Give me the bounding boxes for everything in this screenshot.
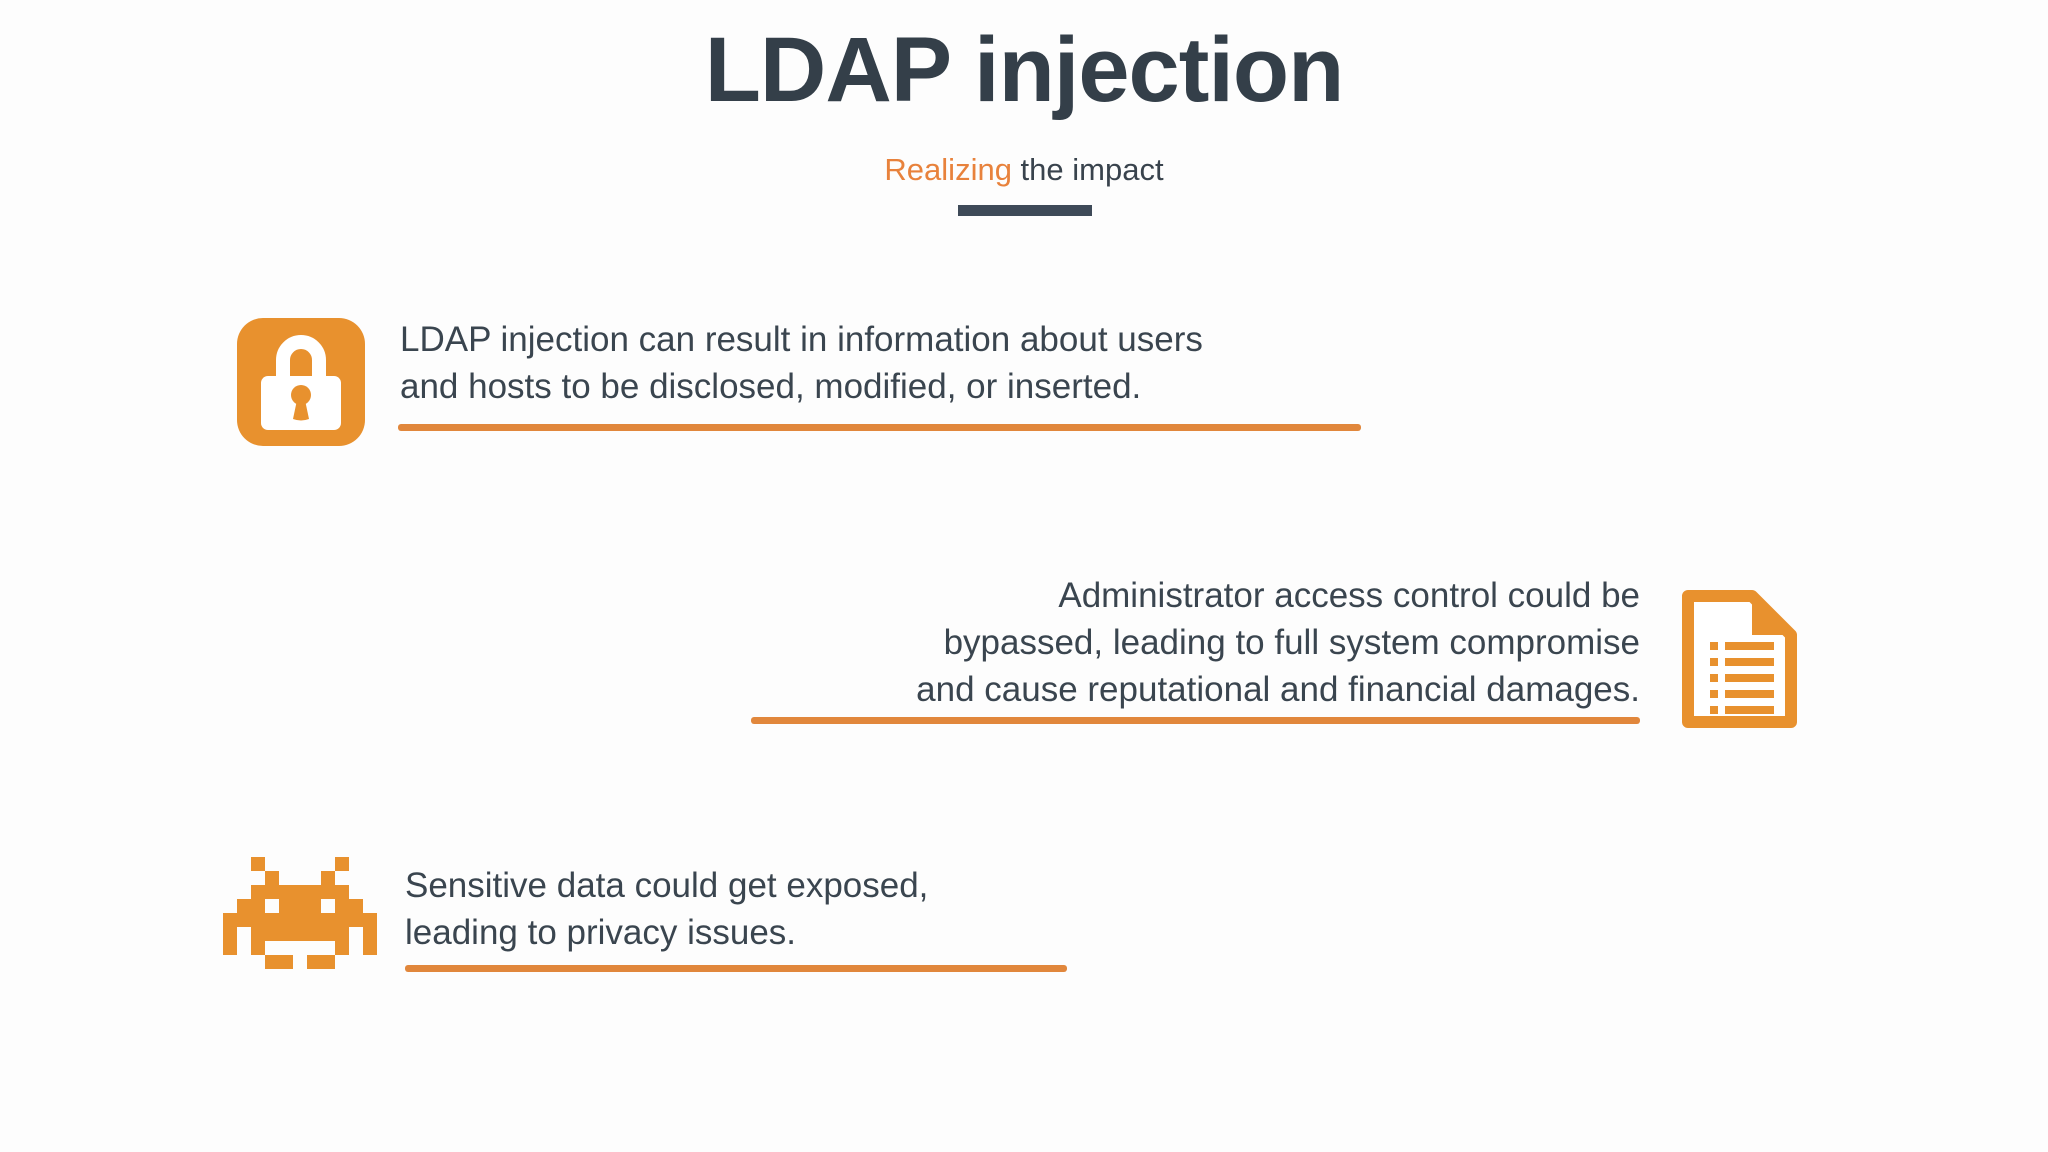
impact-item-3-line-2: leading to privacy issues. — [405, 913, 797, 952]
title-divider-bar — [958, 205, 1092, 216]
space-invader-pixels — [223, 857, 237, 871]
space-invader-icon — [223, 857, 377, 969]
impact-item-1-underline — [398, 424, 1361, 431]
document-list-icon — [1682, 590, 1797, 728]
impact-item-1-text: LDAP injection can result in information… — [400, 316, 1500, 410]
impact-item-2-line-3: and cause reputational and financial dam… — [916, 670, 1640, 709]
impact-item-2-line-1: Administrator access control could be — [1058, 576, 1640, 615]
impact-item-1-line-2: and hosts to be disclosed, modified, or … — [400, 367, 1142, 406]
subtitle-rest: the impact — [1011, 152, 1164, 187]
impact-item-1-line-1: LDAP injection can result in information… — [400, 320, 1203, 359]
page-title: LDAP injection — [704, 19, 1345, 121]
lock-icon-svg — [237, 318, 365, 446]
document-list-icon-svg — [1682, 590, 1797, 728]
impact-item-3-text: Sensitive data could get exposed, leadin… — [405, 862, 1205, 956]
impact-item-2-text: Administrator access control could be by… — [640, 572, 1640, 713]
impact-item-2-line-2: bypassed, leading to full system comprom… — [943, 623, 1640, 662]
impact-item-2-underline — [751, 717, 1640, 724]
lock-icon — [237, 318, 365, 446]
subtitle-highlight: Realizing — [884, 152, 1012, 187]
subtitle: Realizing the impact — [0, 152, 2048, 188]
impact-item-3-line-1: Sensitive data could get exposed, — [405, 866, 929, 905]
impact-item-3-underline — [405, 965, 1067, 972]
